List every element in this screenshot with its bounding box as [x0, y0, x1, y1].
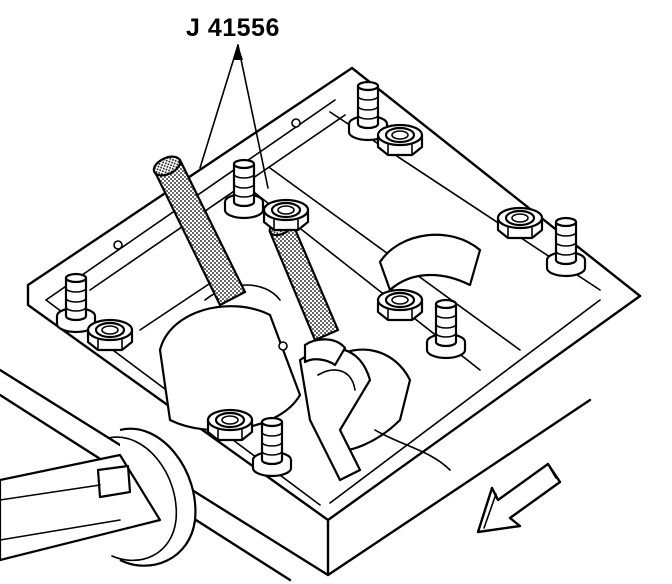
- tool-callout-label: J 41556: [186, 14, 280, 42]
- rear-crankshaft-flange: [0, 427, 197, 567]
- direction-arrow-icon: [476, 462, 562, 534]
- crankshaft-journal: [158, 233, 482, 471]
- j41556-guide-rod-left: [152, 155, 247, 307]
- callout-leader-lines: [199, 44, 269, 189]
